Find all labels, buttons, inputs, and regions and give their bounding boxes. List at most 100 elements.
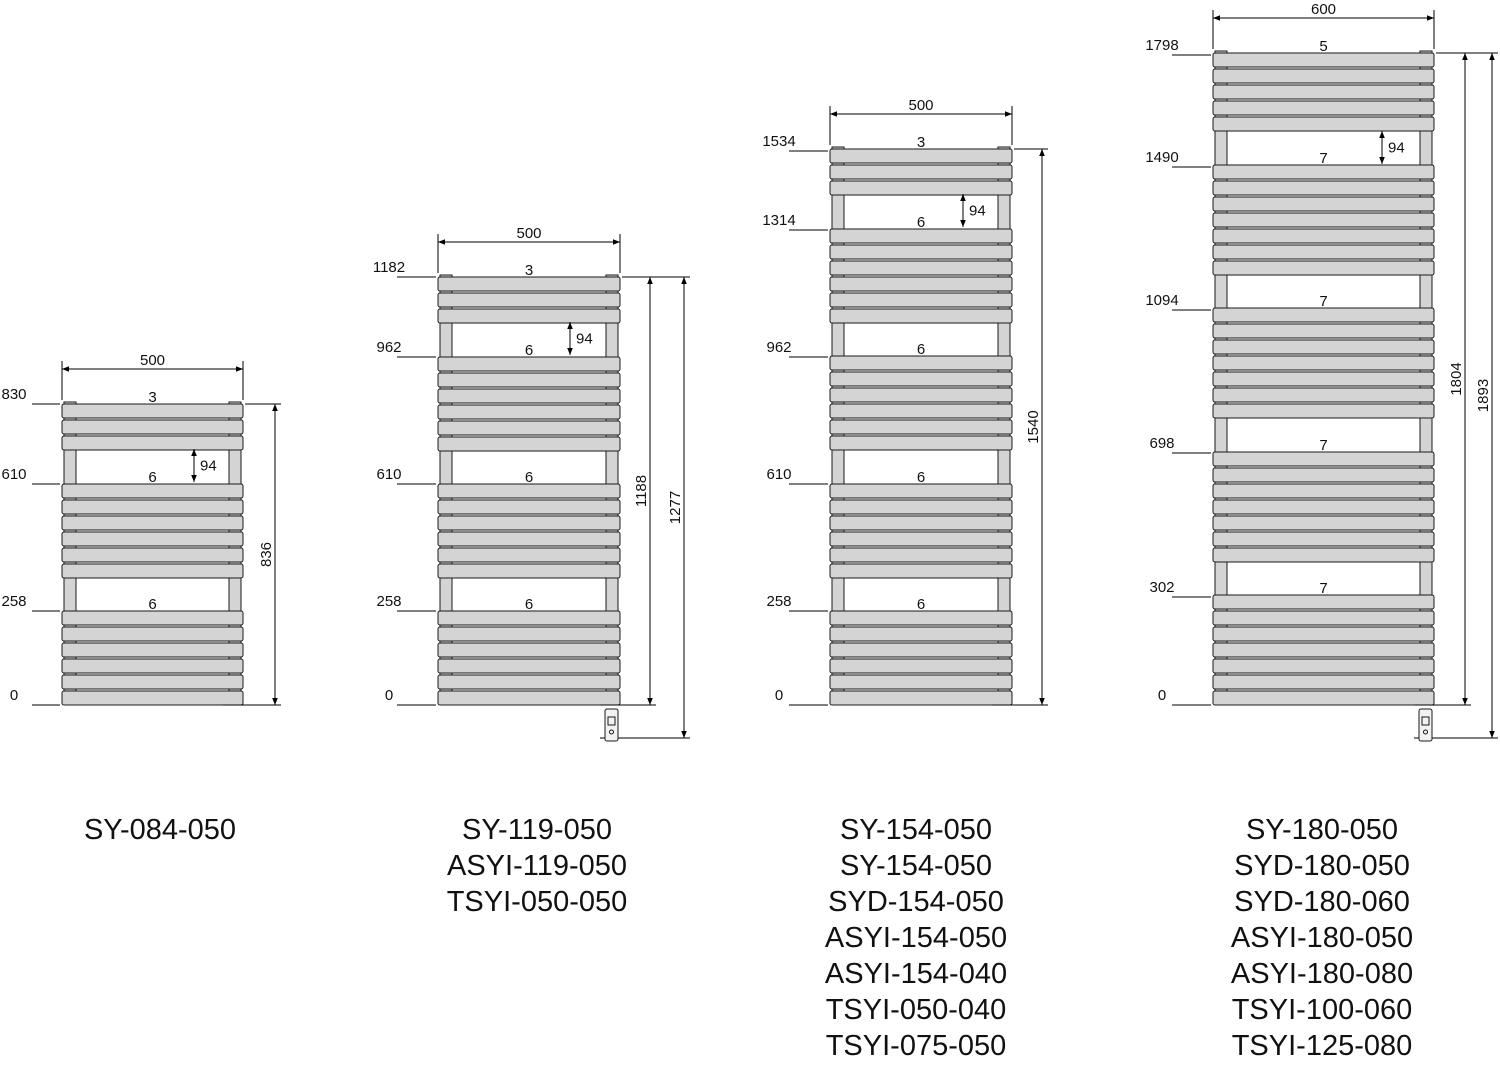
rail-bar: [437, 356, 621, 372]
level-label: 258: [376, 593, 401, 610]
rail-bar: [1212, 212, 1435, 228]
rail-bar: [829, 371, 1013, 387]
group-count-label: 7: [1319, 293, 1327, 310]
rail-bar: [61, 610, 244, 626]
model-list-sy-119: SY-119-050 ASYI-119-050 TSYI-050-050: [417, 812, 657, 920]
level-label: 610: [1, 466, 26, 483]
rail-bar: [829, 658, 1013, 674]
rail-bar: [829, 674, 1013, 690]
level-label: 1182: [373, 259, 405, 276]
rail-bar: [829, 626, 1013, 642]
level-label: 258: [766, 593, 791, 610]
group-count-label: 6: [917, 469, 925, 486]
level-label: 1798: [1145, 37, 1178, 54]
level-label: 258: [1, 593, 26, 610]
rail-bar: [829, 387, 1013, 403]
width-dimension-label: 500: [908, 97, 933, 114]
rail-bar: [829, 244, 1013, 260]
rail-bar: [437, 658, 621, 674]
model-code: TSYI-125-080: [1231, 1030, 1413, 1062]
rail-bar: [829, 403, 1013, 419]
gap-dimension-label: 94: [969, 203, 986, 220]
level-label: 698: [1149, 435, 1174, 452]
rail-bar: [61, 419, 244, 435]
rail-bar: [437, 404, 621, 420]
model-code: SYD-154-050: [828, 886, 1004, 918]
model-code: TSYI-100-060: [1231, 994, 1413, 1026]
height-dimension-label: 1277: [667, 491, 684, 524]
level-label: 1094: [1145, 292, 1178, 309]
model-code: TSYI-075-050: [825, 1030, 1007, 1062]
rail-bar: [829, 180, 1013, 196]
rail-bar: [829, 435, 1013, 451]
rail-bar: [829, 228, 1013, 244]
rail-bar: [1212, 499, 1435, 515]
rail-bar: [829, 499, 1013, 515]
level-label: 830: [1, 386, 26, 403]
rail-bar: [437, 276, 621, 292]
height-dimension-label: 836: [258, 542, 275, 567]
rail-bar: [829, 642, 1013, 658]
rail-bar: [1212, 594, 1435, 610]
model-list-sy-084: SY-084-050: [50, 812, 270, 848]
rail-bar: [829, 563, 1013, 579]
rail-bar: [1212, 403, 1435, 419]
rail-bar: [437, 547, 621, 563]
group-count-label: 6: [148, 596, 156, 613]
rail-bar: [1212, 467, 1435, 483]
rail-bar: [1212, 626, 1435, 642]
rail-bar: [1212, 196, 1435, 212]
rail-bar: [437, 483, 621, 499]
group-count-label: 6: [525, 469, 533, 486]
model-code: SY-154-050: [839, 814, 993, 846]
group-count-label: 6: [525, 596, 533, 613]
rail-bar: [829, 260, 1013, 276]
model-code: ASYI-180-050: [1230, 922, 1414, 954]
rail-bar: [829, 292, 1013, 308]
model-code: ASYI-154-050: [824, 922, 1008, 954]
model-code: TSYI-050-050: [446, 886, 628, 918]
width-dimension-label: 500: [140, 352, 165, 369]
rail-bar: [437, 420, 621, 436]
rail-bar: [437, 531, 621, 547]
model-code: TSYI-050-040: [825, 994, 1007, 1026]
rail-bar: [1212, 355, 1435, 371]
rail-bar: [61, 435, 244, 451]
group-count-label: 3: [917, 134, 925, 151]
rail-bar: [1212, 52, 1435, 68]
rail-bar: [1212, 642, 1435, 658]
group-count-label: 6: [917, 214, 925, 231]
rail-bar: [61, 547, 244, 563]
level-label: 1534: [762, 133, 795, 150]
rail-bar: [437, 499, 621, 515]
rail-bar: [61, 515, 244, 531]
control-box-knob: [1423, 729, 1428, 735]
model-code: SY-119-050: [462, 814, 612, 846]
rail-bar: [437, 610, 621, 626]
level-label: 610: [766, 466, 791, 483]
model-code: SY-084-050: [83, 814, 237, 846]
rail-bar: [1212, 116, 1435, 132]
level-label: 0: [1158, 687, 1166, 704]
rail-bar: [61, 626, 244, 642]
group-count-label: 3: [525, 262, 533, 279]
rail-bar: [1212, 371, 1435, 387]
group-count-label: 7: [1319, 437, 1327, 454]
rail-bar: [1212, 547, 1435, 563]
group-count-label: 6: [148, 469, 156, 486]
rail-bar: [1212, 323, 1435, 339]
level-label: 1490: [1145, 149, 1178, 166]
width-dimension-label: 600: [1311, 1, 1336, 18]
gap-dimension-label: 94: [1388, 140, 1405, 157]
rail-bar: [437, 292, 621, 308]
model-list-sy-180: SY-180-050 SYD-180-050 SYD-180-060 ASYI-…: [1202, 812, 1442, 1064]
rail-bar: [1212, 658, 1435, 674]
rail-bar: [829, 276, 1013, 292]
rail-bar: [829, 308, 1013, 324]
rail-bar: [829, 610, 1013, 626]
height-dimension-label: 1893: [1475, 379, 1492, 412]
model-code: ASYI-180-080: [1230, 958, 1414, 990]
height-dimension-label: 1188: [633, 475, 650, 507]
